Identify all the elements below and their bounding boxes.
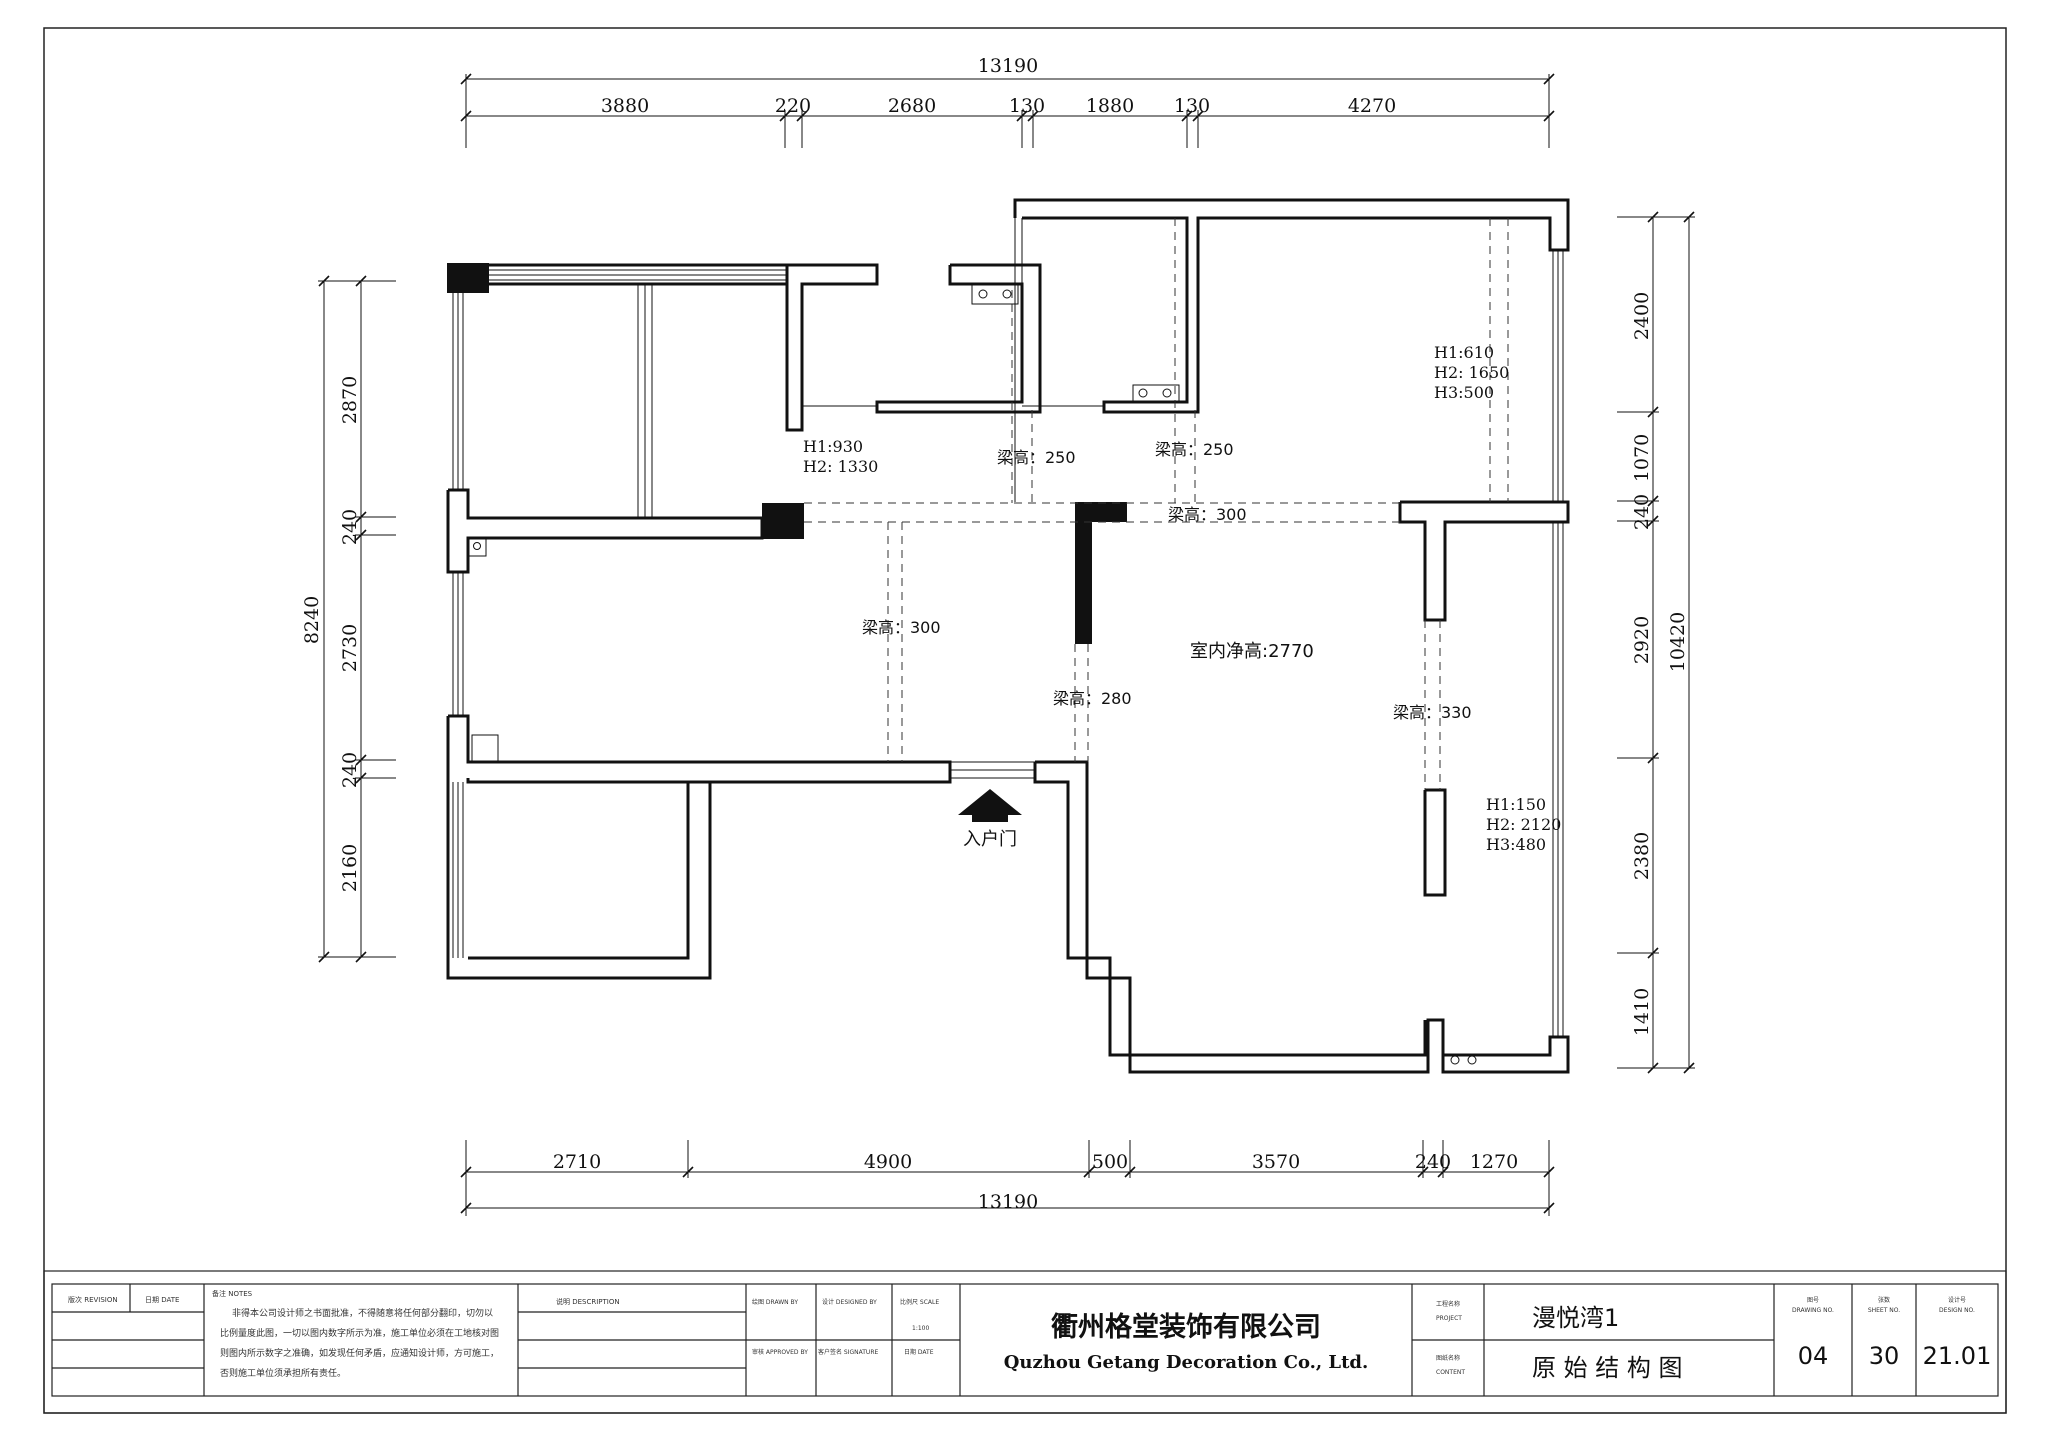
beam-label-5: 梁高：280 (1053, 689, 1132, 708)
right-dim-5: 2380 (1631, 832, 1653, 880)
top-dimension-ticks (460, 73, 1555, 122)
right-dim-4: 2920 (1631, 616, 1653, 664)
ceiling-height-label: 室内净高:2770 (1190, 641, 1314, 662)
bottom-dim-6: 1270 (1470, 1151, 1518, 1173)
window-c-h3: H3:480 (1486, 835, 1546, 854)
window-b-h1: H1:610 (1434, 343, 1494, 362)
tb-note-2: 比例量度此图，一切以图内数字所示为准，施工单位必须在工地核对图 (220, 1327, 499, 1339)
right-dim-1: 2400 (1631, 292, 1653, 340)
left-dim-1: 2870 (339, 376, 361, 424)
beam-label-4: 梁高：300 (862, 618, 941, 637)
beam-label-6: 梁高：330 (1393, 703, 1472, 722)
entrance-label: 入户门 (963, 829, 1017, 850)
bottom-dim-3: 500 (1092, 1151, 1128, 1173)
top-dim-6: 130 (1174, 95, 1210, 117)
window-a-h1: H1:930 (803, 437, 863, 456)
tb-date2: 日期 DATE (904, 1348, 934, 1356)
beam-dashed-lines (804, 218, 1509, 790)
right-dim-3: 240 (1631, 494, 1653, 530)
tb-drawn-by: 绘图 DRAWN BY (752, 1298, 798, 1306)
top-dim-5: 1880 (1086, 95, 1134, 117)
tb-drawing-name-label-en: CONTENT (1436, 1369, 1465, 1376)
left-total-dim: 8240 (301, 596, 323, 644)
tb-scale-value: 1:100 (912, 1325, 929, 1332)
top-total-dim: 13190 (978, 55, 1038, 77)
tb-drawing-no-label-en: DRAWING NO. (1792, 1307, 1834, 1314)
tb-design-no-label: 设计号 (1948, 1296, 1966, 1304)
tb-revision: 版次 REVISION (68, 1295, 118, 1304)
company-name-en: Quzhou Getang Decoration Co., Ltd. (1004, 1352, 1369, 1373)
window-c-h1: H1:150 (1486, 795, 1546, 814)
columns (447, 263, 1127, 644)
drawing-name: 原 始 结 构 图 (1532, 1354, 1683, 1382)
bottom-dimension-ticks (460, 1166, 1555, 1214)
beam-label-2: 梁高：250 (1155, 440, 1234, 459)
drawing-no: 04 (1798, 1342, 1829, 1370)
left-dim-3: 2730 (339, 624, 361, 672)
right-dimension-ticks (1647, 211, 1695, 1074)
right-dim-2: 1070 (1631, 434, 1653, 482)
tb-sheet-label-en: SHEET NO. (1868, 1307, 1900, 1314)
window-b-h2: H2: 1650 (1434, 363, 1509, 382)
tb-signature: 客户签名 SIGNATURE (818, 1348, 878, 1356)
left-dim-5: 2160 (339, 844, 361, 892)
company-name-cn: 衢州格堂装饰有限公司 (1051, 1312, 1321, 1343)
tb-scale-label: 比例尺 SCALE (900, 1298, 939, 1306)
window-b-h3: H3:500 (1434, 383, 1494, 402)
entrance-arrow-icon (958, 789, 1022, 822)
tb-note-3: 则图内所示数字之准确，如发现任何矛盾，应通知设计师，方可施工， (220, 1347, 499, 1359)
tb-description: 说明 DESCRIPTION (556, 1297, 620, 1306)
bottom-dim-5: 240 (1415, 1151, 1451, 1173)
tb-date: 日期 DATE (145, 1296, 179, 1304)
top-dim-3: 2680 (888, 95, 936, 117)
fixtures (467, 283, 1477, 1065)
tb-design-no-label-en: DESIGN NO. (1939, 1307, 1975, 1314)
top-dim-2: 220 (775, 95, 811, 117)
bottom-dim-4: 3570 (1252, 1151, 1300, 1173)
beam-label-3: 梁高：300 (1168, 505, 1247, 524)
top-dim-1: 3880 (601, 95, 649, 117)
window-lines (452, 218, 1564, 1037)
top-dimension-lines (465, 74, 1550, 148)
top-dim-7: 4270 (1348, 95, 1396, 117)
tb-approved-by: 审核 APPROVED BY (752, 1348, 808, 1356)
window-c-h2: H2: 2120 (1486, 815, 1561, 834)
bottom-total-dim: 13190 (978, 1191, 1038, 1213)
right-dim-6: 1410 (1631, 988, 1653, 1036)
left-dimension-ticks (318, 275, 367, 963)
beam-label-1: 梁高：250 (997, 448, 1076, 467)
walls (446, 198, 1570, 1074)
left-dimension-lines (318, 280, 396, 958)
tb-project-label-en: PROJECT (1436, 1315, 1462, 1322)
tb-notes-title: 备注 NOTES (212, 1289, 253, 1298)
tb-drawing-name-label: 图纸名称 (1436, 1354, 1460, 1362)
sheet-no: 30 (1869, 1342, 1900, 1370)
title-block-frame (43, 1270, 2007, 1414)
tb-note-1: 非得本公司设计师之书面批准，不得随意将任何部分翻印，切勿以 (232, 1307, 493, 1319)
left-dim-2: 240 (339, 509, 361, 545)
project-name: 漫悦湾1 (1532, 1304, 1619, 1332)
bottom-dim-2: 4900 (864, 1151, 912, 1173)
tb-drawing-no-label: 图号 (1807, 1297, 1819, 1304)
left-dim-4: 240 (339, 752, 361, 788)
tb-note-4: 否则施工单位须承担所有责任。 (220, 1367, 346, 1379)
tb-sheet-label: 张数 (1878, 1296, 1890, 1304)
window-a-h2: H2: 1330 (803, 457, 878, 476)
tb-project-label: 工程名称 (1436, 1300, 1460, 1308)
top-dim-4: 130 (1009, 95, 1045, 117)
bottom-dim-1: 2710 (553, 1151, 601, 1173)
design-no: 21.01 (1923, 1342, 1992, 1370)
tb-designed-by: 设计 DESIGNED BY (822, 1298, 877, 1306)
right-total-dim: 10420 (1667, 612, 1689, 672)
